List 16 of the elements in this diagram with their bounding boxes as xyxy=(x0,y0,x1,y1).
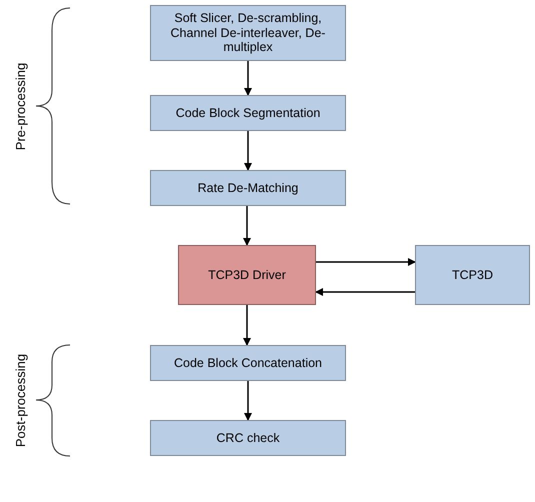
arrow xyxy=(243,305,251,346)
arrow xyxy=(244,61,252,96)
process-box: Soft Slicer, De-scrambling, Channel De-interleaver, De-multiplex xyxy=(150,5,346,61)
arrow xyxy=(244,381,252,421)
process-box: Code Block Concatenation xyxy=(150,345,346,381)
process-box: Rate De-Matching xyxy=(150,170,346,206)
process-box: CRC check xyxy=(150,420,346,456)
phase-label: Pre-processing xyxy=(12,62,28,150)
arrow xyxy=(244,131,252,171)
process-box: Code Block Segmentation xyxy=(150,95,346,131)
phase-label: Post-processing xyxy=(12,353,28,447)
arrow xyxy=(243,206,251,246)
process-box: TCP3D xyxy=(415,245,530,305)
arrow xyxy=(316,258,416,266)
arrow xyxy=(315,288,415,296)
process-box: TCP3D Driver xyxy=(178,245,316,305)
